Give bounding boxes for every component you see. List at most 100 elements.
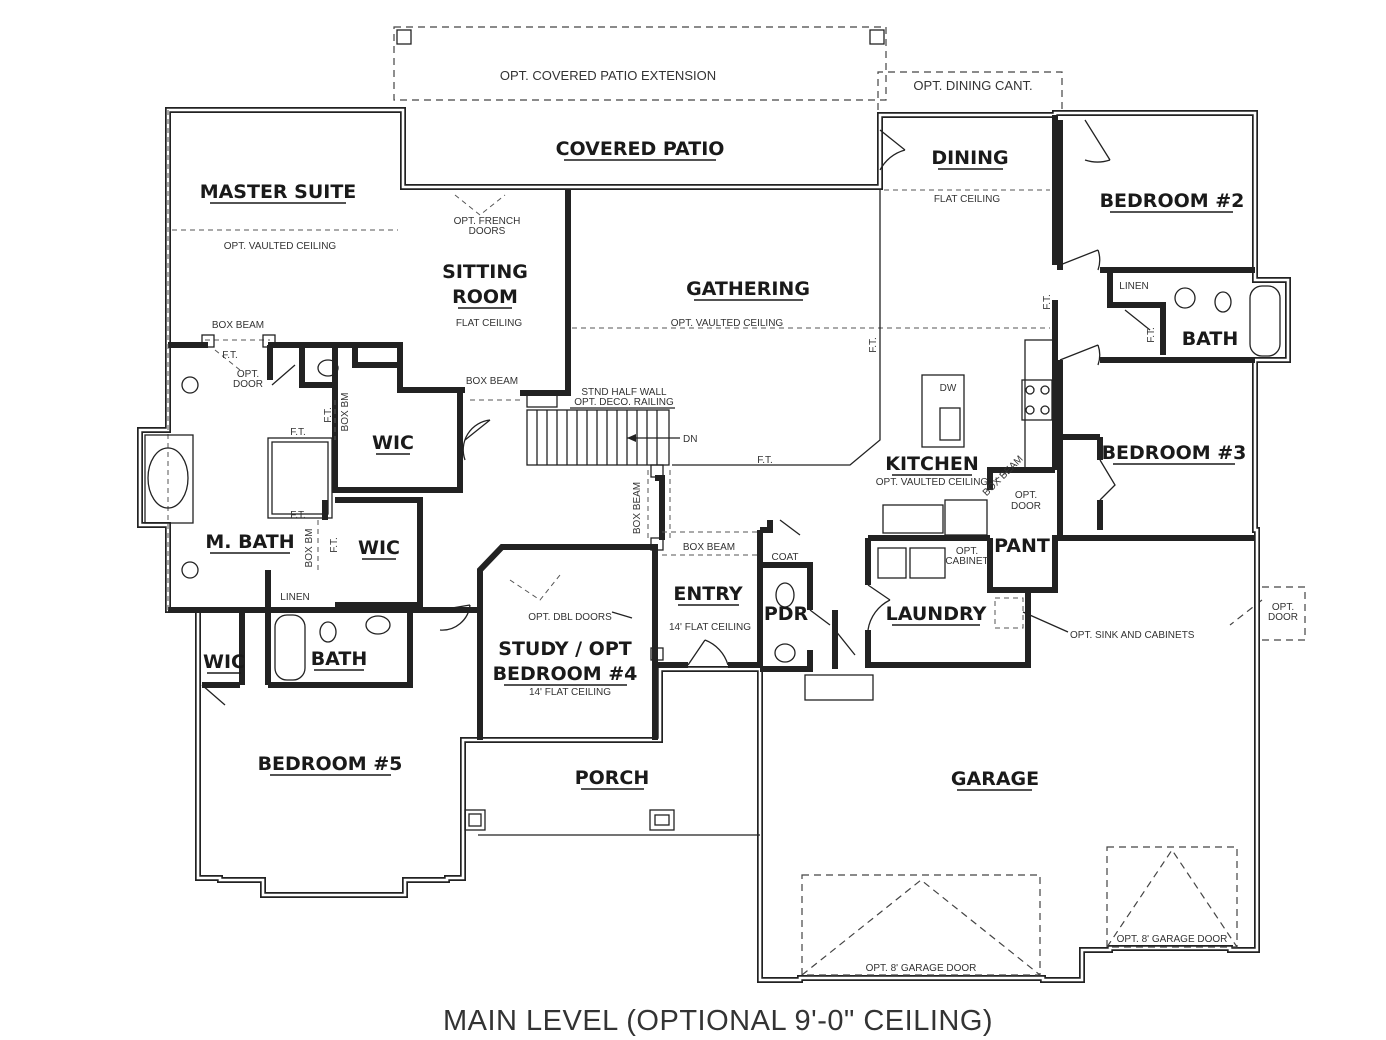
note-box-beam: BOX BEAM (683, 542, 735, 553)
fixtures (144, 285, 1281, 681)
toilet-fixture (317, 359, 339, 377)
note-ft: F.T. (868, 337, 879, 353)
plan-caption: MAIN LEVEL (OPTIONAL 9'-0" CEILING) (443, 1005, 993, 1037)
opt-sink-cabinet (994, 597, 1024, 629)
post-marker (396, 29, 412, 45)
note-box-beam: BOX BEAM (212, 320, 264, 331)
sink-fixture (181, 376, 199, 394)
room-label-bedroom5: BEDROOM #5 (258, 753, 403, 775)
door-swing (271, 364, 296, 386)
note-stnd-half-wall: STND HALF WALL (581, 387, 667, 398)
stair-treads (526, 394, 680, 465)
range-cooktop (1021, 379, 1053, 421)
room-label-porch: PORCH (575, 767, 650, 789)
room-label-dining: DINING (931, 147, 1008, 169)
opt-french-doors-swing (454, 194, 506, 216)
note-opt-dbl-doors: OPT. DBL DOORS (528, 612, 612, 623)
note-opt-dining-cant: OPT. DINING CANT. (913, 78, 1032, 93)
note-ft: F.T. (323, 407, 334, 423)
room-label-garage: GARAGE (951, 768, 1039, 790)
door-swing (1084, 119, 1111, 163)
room-label-wic-lower: WIC (203, 651, 245, 673)
note-opt-door-garage-1: OPT. (1272, 602, 1294, 613)
note-box-bm: BOX BM (304, 529, 315, 568)
room-label-bath-upper: BATH (1182, 328, 1239, 350)
note-box-beam: BOX BEAM (466, 376, 518, 387)
note-coat: COAT (771, 552, 798, 563)
post-marker (650, 647, 664, 661)
sink-fixture (365, 615, 391, 635)
note-ft: F.T. (1146, 327, 1157, 343)
room-label-covered-patio: COVERED PATIO (556, 138, 725, 160)
note-ft: F.T. (329, 537, 340, 553)
door-swing (834, 629, 856, 656)
leader-line (1022, 611, 1069, 633)
door-swing (462, 419, 491, 461)
door-swing (1124, 309, 1151, 331)
door-swing (809, 609, 831, 626)
room-label-wic-upper: WIC (372, 432, 414, 454)
note-opt-vaulted-kitchen: OPT. VAULTED CEILING (876, 477, 989, 488)
room-label-pdr: PDR (764, 603, 809, 625)
room-label-bedroom3: BEDROOM #3 (1102, 442, 1247, 464)
interior-walls (168, 115, 1255, 836)
note-14-flat-study: 14' FLAT CEILING (529, 687, 611, 698)
room-labels: COVERED PATIO MASTER SUITE SITTING ROOM … (200, 138, 1247, 791)
doors (201, 119, 1151, 706)
post-marker (201, 334, 215, 348)
sink-fixture (774, 643, 796, 663)
room-label-m-bath: M. BATH (205, 531, 294, 553)
post-marker (869, 29, 885, 45)
room-label-wic-middle: WIC (358, 537, 400, 559)
room-label-entry: ENTRY (673, 583, 742, 605)
room-label-bath-lower: BATH (311, 648, 368, 670)
laundry-cabinet (882, 504, 944, 534)
opt-dbl-doors-swing (509, 574, 561, 601)
note-opt-vaulted-gathering: OPT. VAULTED CEILING (671, 318, 784, 329)
post-marker (262, 334, 276, 348)
tub-fixture (144, 434, 194, 524)
leader-line (611, 611, 633, 619)
garage-door-swing (801, 879, 1041, 976)
kitchen-counter (1024, 339, 1054, 471)
door-swing (867, 584, 891, 631)
exterior-walls (137, 107, 1291, 983)
note-ft: F.T. (1042, 294, 1053, 310)
door-swing (201, 684, 226, 706)
kitchen-island (921, 374, 965, 448)
garage-door-outline (1106, 846, 1238, 948)
washer (877, 547, 907, 579)
note-opt-vaulted-master: OPT. VAULTED CEILING (224, 241, 337, 252)
note-linen-upper: LINEN (1119, 281, 1148, 292)
note-opt-sink-cabinets: OPT. SINK AND CABINETS (1070, 630, 1195, 641)
tub-fixture (1249, 285, 1281, 357)
note-flat-ceiling-dining: FLAT CEILING (934, 194, 1001, 205)
toilet-fixture (775, 582, 795, 608)
room-label-sitting-1: SITTING (442, 261, 528, 283)
door-swing (1059, 344, 1101, 366)
pantry-shelf (944, 499, 988, 536)
room-label-pant: PANT (994, 535, 1050, 557)
toilet-fixture (1214, 291, 1232, 313)
room-label-master-suite: MASTER SUITE (200, 181, 357, 203)
room-label-gathering: GATHERING (686, 278, 810, 300)
kitchen-sink (939, 407, 961, 441)
note-linen-lower: LINEN (280, 592, 309, 603)
tub-basin (147, 447, 189, 509)
door-swing (1059, 249, 1101, 271)
door-swing (879, 129, 906, 171)
note-opt-cabinet-1: OPT. (956, 546, 978, 557)
room-label-sitting-2: ROOM (452, 286, 518, 308)
opt-patio-extension-outline (393, 26, 887, 101)
note-opt-door-master-1: OPT. (237, 369, 259, 380)
room-label-bedroom2: BEDROOM #2 (1100, 190, 1245, 212)
note-box-beam: BOX BEAM (632, 482, 643, 534)
toilet-fixture (319, 621, 337, 643)
note-ft: F.T. (290, 510, 306, 521)
room-label-laundry: LAUNDRY (886, 603, 987, 625)
opt-pant-door-swing (994, 469, 1011, 481)
garage-doors (801, 674, 1238, 976)
door-swing (779, 519, 801, 536)
note-dn: DN (683, 434, 697, 445)
